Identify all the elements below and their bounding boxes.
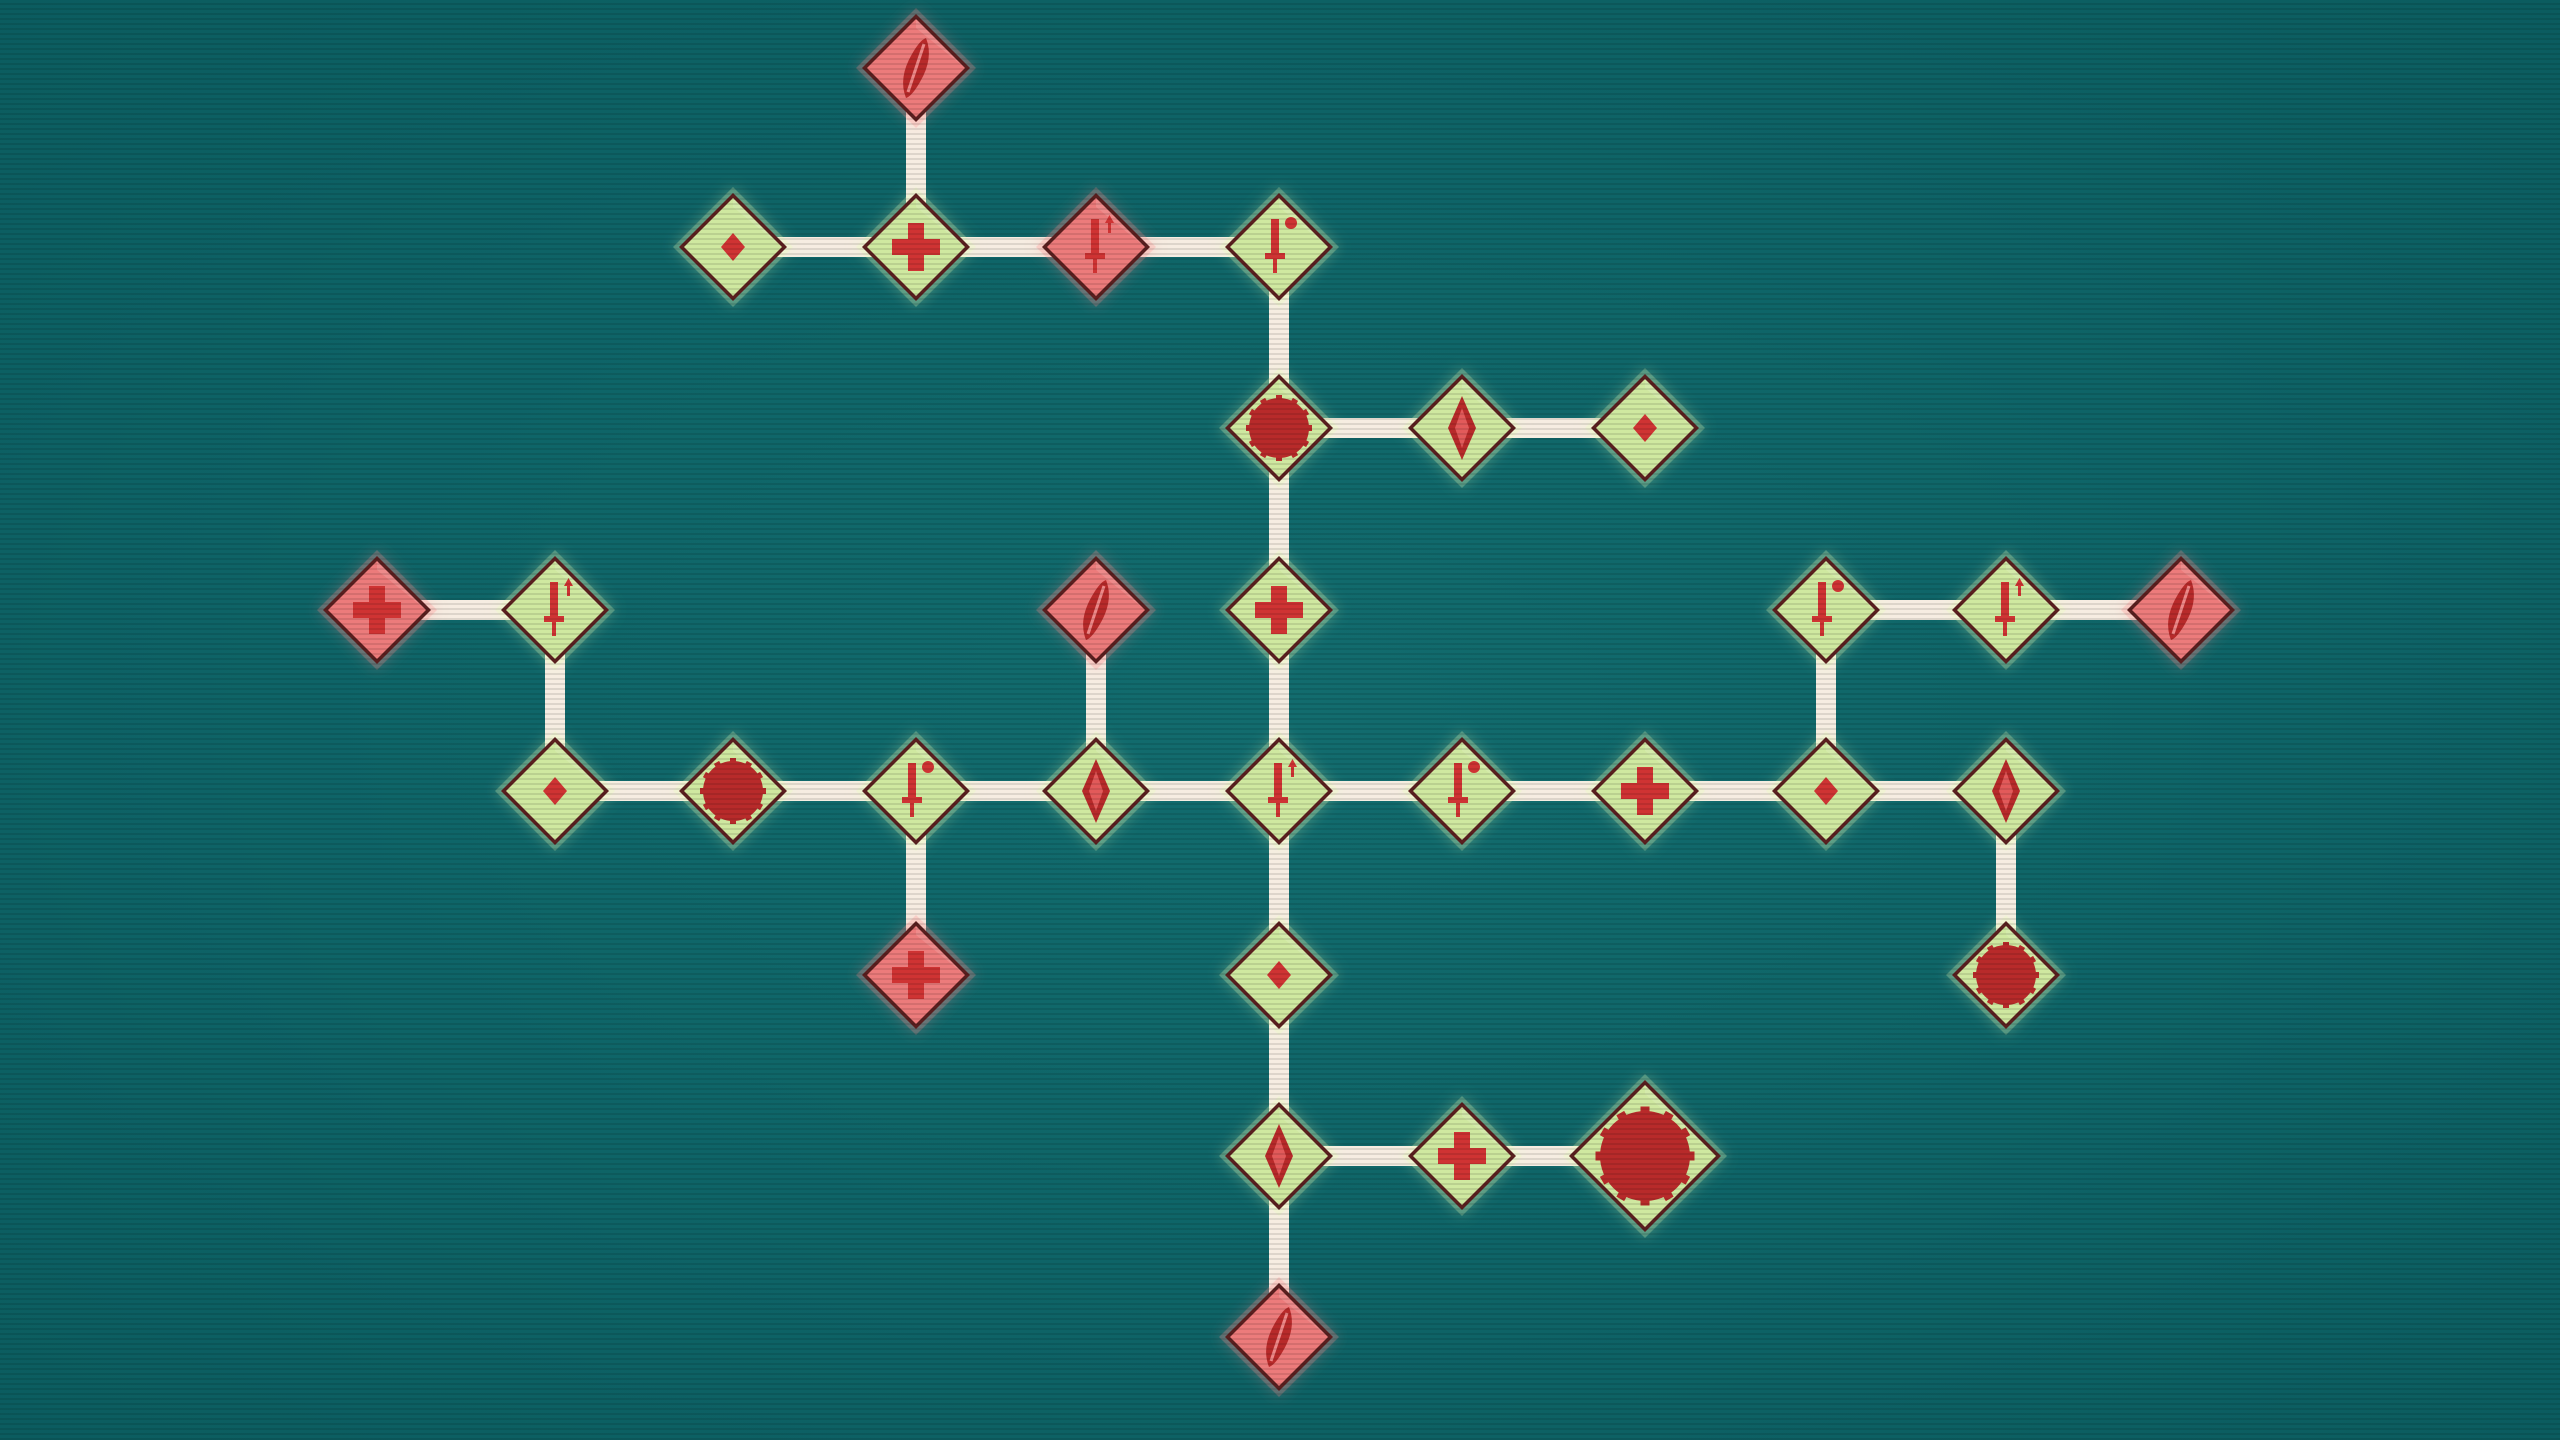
skill-node-n06[interactable]: [1219, 368, 1339, 488]
skill-node-n14[interactable]: [1946, 550, 2066, 670]
sword-dot-icon: [1265, 217, 1297, 273]
small-diamond-icon: [543, 777, 567, 805]
skill-node-n27[interactable]: [1219, 915, 1339, 1035]
skill-node-n02[interactable]: [673, 187, 793, 307]
skill-node-n19[interactable]: [1036, 731, 1156, 851]
sword-up-icon: [1268, 759, 1297, 817]
sword-up-icon: [544, 578, 573, 636]
cross-icon: [1255, 586, 1303, 634]
skill-node-n07[interactable]: [1402, 368, 1522, 488]
skill-node-n18[interactable]: [856, 731, 976, 851]
skill-node-n20[interactable]: [1219, 731, 1339, 851]
node-layer: [317, 8, 2241, 1397]
skill-node-n26[interactable]: [1946, 915, 2066, 1035]
skill-node-n23[interactable]: [1766, 731, 1886, 851]
skill-node-n05[interactable]: [1219, 187, 1339, 307]
skill-node-n28[interactable]: [1219, 1096, 1339, 1216]
skill-node-n22[interactable]: [1585, 731, 1705, 851]
leaf-icon: [2168, 580, 2194, 640]
sword-dot-icon: [902, 761, 934, 817]
skill-node-n16[interactable]: [495, 731, 615, 851]
gear-blob-icon: [700, 758, 766, 824]
skill-node-n31[interactable]: [1219, 1277, 1339, 1397]
skill-node-n29[interactable]: [1402, 1096, 1522, 1216]
skill-node-n04[interactable]: [1036, 187, 1156, 307]
small-diamond-icon: [1814, 777, 1838, 805]
skill-node-n21[interactable]: [1402, 731, 1522, 851]
eye-gem-icon: [1082, 759, 1110, 823]
gear-blob-icon: [1246, 395, 1312, 461]
skill-node-n17[interactable]: [673, 731, 793, 851]
cross-icon: [1621, 767, 1669, 815]
small-diamond-icon: [721, 233, 745, 261]
leaf-icon: [1266, 1307, 1292, 1367]
skill-node-n25[interactable]: [856, 915, 976, 1035]
sword-dot-icon: [1812, 580, 1844, 636]
skill-node-n03[interactable]: [856, 187, 976, 307]
eye-gem-icon: [1265, 1124, 1293, 1188]
eye-gem-icon: [1992, 759, 2020, 823]
cross-icon: [1438, 1132, 1486, 1180]
skill-node-n30[interactable]: [1563, 1074, 1727, 1238]
small-diamond-icon: [1267, 961, 1291, 989]
eye-gem-icon: [1448, 396, 1476, 460]
skill-node-n08[interactable]: [1585, 368, 1705, 488]
skill-node-n01[interactable]: [856, 8, 976, 128]
leaf-icon: [1083, 580, 1109, 640]
leaf-icon: [903, 38, 929, 98]
sword-up-icon: [1085, 215, 1114, 273]
skill-node-n10[interactable]: [495, 550, 615, 670]
cross-icon: [353, 586, 401, 634]
skill-node-n24[interactable]: [1946, 731, 2066, 851]
sword-up-icon: [1995, 578, 2024, 636]
skill-node-n09[interactable]: [317, 550, 437, 670]
small-diamond-icon: [1633, 414, 1657, 442]
skill-node-n12[interactable]: [1219, 550, 1339, 670]
cross-icon: [892, 951, 940, 999]
cross-icon: [892, 223, 940, 271]
skill-node-n15[interactable]: [2121, 550, 2241, 670]
skill-node-n11[interactable]: [1036, 550, 1156, 670]
gear-blob-icon: [1595, 1106, 1695, 1206]
sword-dot-icon: [1448, 761, 1480, 817]
gear-blob-icon: [1973, 942, 2039, 1008]
skill-node-n13[interactable]: [1766, 550, 1886, 670]
